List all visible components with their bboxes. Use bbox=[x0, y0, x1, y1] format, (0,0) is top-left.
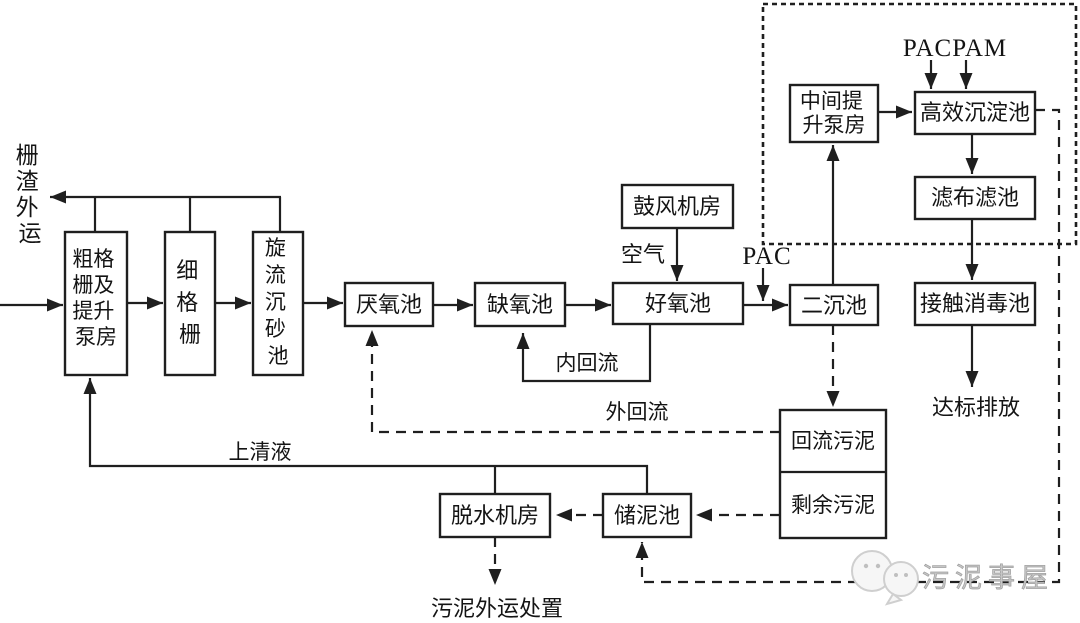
label-discharge: 达标排放 bbox=[932, 395, 1020, 420]
dashed-edges bbox=[365, 108, 1061, 585]
label-supernatant: 上清液 bbox=[229, 440, 292, 464]
node-cloth-filter-label: 滤布滤池 bbox=[931, 185, 1019, 210]
label-external-return: 外回流 bbox=[606, 400, 669, 424]
node-dewatering-room: 脱水机房 bbox=[438, 492, 552, 539]
labels: 栅 渣 外 运 空气 PAC PACPAM 内回流 外回流 上清液 达标排放 污… bbox=[16, 35, 1020, 621]
wechat-emoji-icon bbox=[851, 550, 919, 606]
nodes: 粗格 栅及 提升 泵房 细 格 栅 旋 流 沉 砂 池 bbox=[63, 83, 1037, 540]
node-aerobic-label: 好氧池 bbox=[645, 291, 711, 316]
node-vortex-grit-label: 旋 流 沉 砂 池 bbox=[265, 236, 291, 368]
node-dewatering-label: 脱水机房 bbox=[451, 503, 539, 528]
node-secondary-clarifier: 二沉池 bbox=[788, 283, 880, 327]
edge-sedimentation-sludge-to-storage bbox=[635, 108, 1061, 584]
node-sludge-storage-tank: 储泥池 bbox=[601, 492, 693, 539]
node-fine-screen-label: 细 格 栅 bbox=[176, 258, 204, 347]
node-coarse-screen-pump-label: 粗格 栅及 提升 泵房 bbox=[72, 247, 119, 349]
label-internal-return: 内回流 bbox=[556, 351, 619, 375]
edge-internal-recycle bbox=[516, 324, 652, 383]
node-contact-disinfection: 接触消毒池 bbox=[913, 281, 1037, 327]
node-anaerobic-tank: 厌氧池 bbox=[343, 281, 435, 328]
node-sludge-storage-label: 储泥池 bbox=[614, 503, 680, 528]
node-blower-room: 鼓风机房 bbox=[620, 183, 735, 230]
node-fine-screen: 细 格 栅 bbox=[163, 230, 217, 377]
node-anoxic-tank: 缺氧池 bbox=[473, 281, 567, 328]
node-cloth-filter: 滤布滤池 bbox=[913, 175, 1037, 221]
node-coarse-screen-pump: 粗格 栅及 提升 泵房 bbox=[63, 230, 129, 377]
node-anaerobic-label: 厌氧池 bbox=[356, 292, 422, 317]
boundary-advanced-treatment bbox=[761, 2, 1078, 246]
label-sludge-disposal: 污泥外运处置 bbox=[431, 596, 563, 621]
node-excess-sludge-label: 剩余污泥 bbox=[791, 493, 875, 517]
node-high-efficiency-sedimentation: 高效沉淀池 bbox=[913, 90, 1037, 136]
solid-edges bbox=[0, 60, 979, 494]
node-intermediate-pump: 中间提 升泵房 bbox=[788, 83, 880, 144]
node-sludge-double-box: 回流污泥 剩余污泥 bbox=[778, 408, 888, 540]
edge-external-recycle bbox=[365, 330, 780, 434]
node-return-sludge-label: 回流污泥 bbox=[791, 429, 875, 453]
node-aerobic-tank: 好氧池 bbox=[611, 281, 745, 326]
node-vortex-grit-chamber: 旋 流 沉 砂 池 bbox=[251, 230, 305, 377]
watermark-text: 污泥事屋 bbox=[922, 563, 1054, 593]
node-anoxic-label: 缺氧池 bbox=[487, 292, 553, 317]
node-blower-label: 鼓风机房 bbox=[633, 194, 721, 219]
node-high-eff-sed-label: 高效沉淀池 bbox=[920, 100, 1030, 125]
watermark: 污泥事屋 bbox=[851, 550, 1054, 606]
node-contact-disinfection-label: 接触消毒池 bbox=[920, 291, 1030, 316]
node-intermediate-pump-label: 中间提 升泵房 bbox=[800, 89, 868, 137]
node-secondary-label: 二沉池 bbox=[801, 293, 867, 318]
edge-supernatant-return bbox=[83, 378, 649, 494]
label-pac: PAC bbox=[742, 243, 791, 270]
label-pac-pam: PACPAM bbox=[903, 35, 1007, 62]
label-air: 空气 bbox=[621, 242, 665, 267]
label-screenings-out: 栅 渣 外 运 bbox=[16, 143, 45, 246]
